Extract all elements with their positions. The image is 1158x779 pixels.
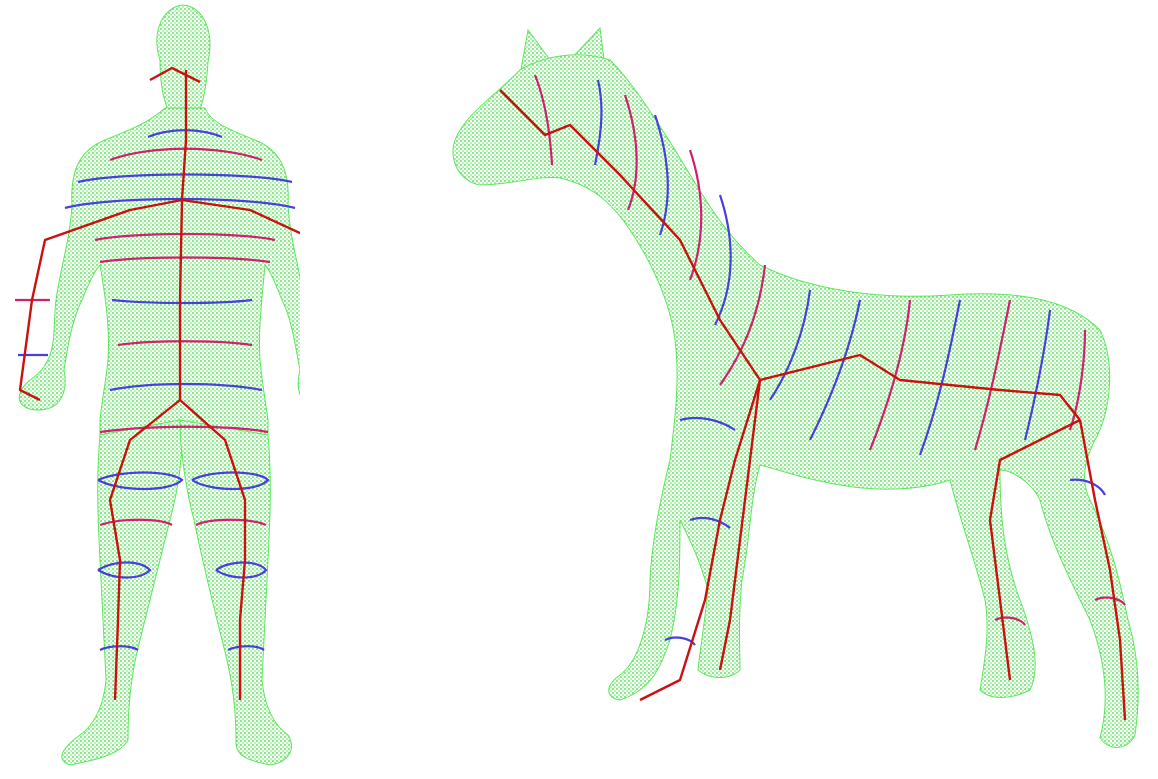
- horse-point-cloud-figure: [430, 20, 1158, 760]
- horse-body-silhouette: [453, 28, 1138, 747]
- human-point-cloud-figure: [0, 0, 300, 779]
